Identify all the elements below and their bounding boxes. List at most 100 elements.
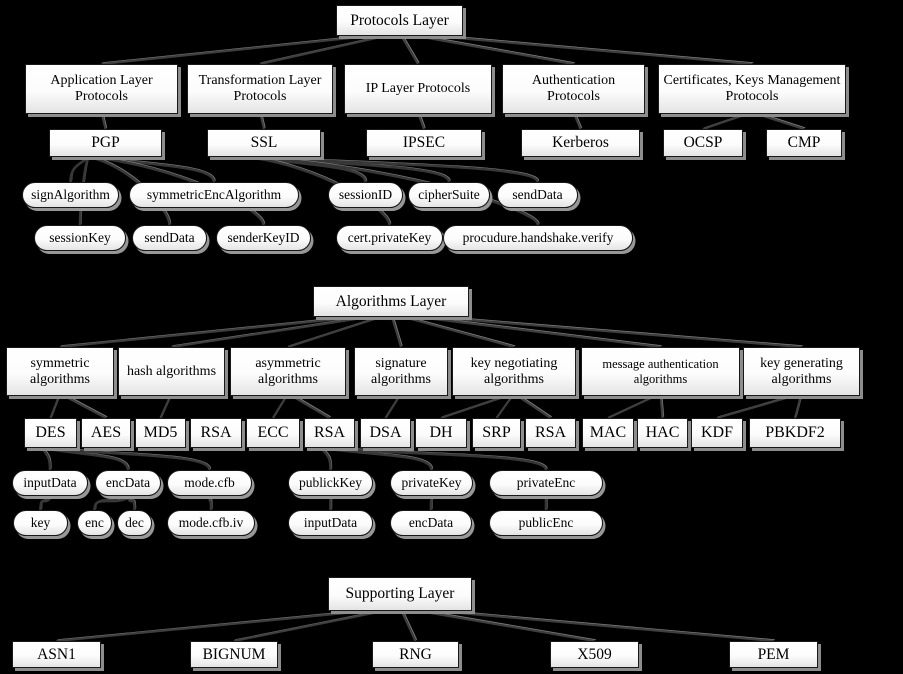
- mode-cfb-pill: mode.cfb: [167, 470, 252, 496]
- edge-asymmetric-algorithms-to-rsa-2: [291, 394, 331, 419]
- ssl-box: SSL: [207, 129, 321, 157]
- sender-key-id-pill: senderKeyID: [216, 225, 311, 251]
- edge-ip-protocols-to-ipsec: [417, 112, 426, 130]
- rng-box: RNG: [372, 641, 459, 668]
- protocols-layer-box: Protocols Layer: [336, 5, 463, 36]
- edge-protocols-layer-to-trans-protocols: [259, 34, 387, 66]
- symmetric-algorithms-box: symmetric algorithms: [6, 347, 114, 396]
- rsa-3-box: RSA: [525, 418, 576, 448]
- algorithms-layer-box: Algorithms Layer: [313, 286, 469, 317]
- edge-algorithms-layer-to-key-negotiating-algorithms: [403, 315, 516, 349]
- edge-app-protocols-to-pgp: [100, 112, 108, 130]
- edge-ssl-to-send-data-ssl: [246, 155, 540, 183]
- sign-algorithm-pill: signAlgorithm: [22, 182, 119, 208]
- public-enc-pill: publicEnc: [489, 510, 603, 536]
- edge-algorithms-layer-to-asymmetric-algorithms: [287, 315, 383, 349]
- edge-signature-algorithms-to-dsa: [384, 394, 402, 419]
- edge-trans-protocols-to-ssl: [259, 112, 266, 130]
- edge-algorithms-layer-to-signature-algorithms: [390, 315, 403, 348]
- ecc-box: ECC: [246, 418, 300, 448]
- edge-key-negotiating-algorithms-to-rsa-3: [517, 394, 552, 419]
- pbkdf2-box: PBKDF2: [749, 418, 841, 448]
- cipher-suite-pill: cipherSuite: [408, 182, 490, 208]
- asn1-box: ASN1: [12, 641, 101, 668]
- pgp-box: PGP: [49, 129, 162, 157]
- kerberos-box: Kerberos: [521, 129, 640, 157]
- key-generating-algorithms-box: key generating algorithms: [743, 347, 860, 396]
- edge-private-key-to-enc-data-rsa: [429, 496, 434, 511]
- trans-protocols-box: Transformation Layer Protocols: [187, 64, 333, 114]
- edge-key-negotiating-algorithms-to-srp: [495, 394, 514, 419]
- key-pill: key: [13, 510, 68, 536]
- pem-box: PEM: [729, 641, 818, 668]
- dsa-box: DSA: [360, 418, 411, 448]
- edge-rsa-2-to-private-enc: [321, 446, 548, 471]
- hash-algorithms-box: hash algorithms: [118, 347, 225, 396]
- edge-hash-algorithms-to-md5: [159, 394, 173, 419]
- cert-protocols-box: Certificates, Keys Management Protocols: [658, 64, 846, 114]
- ipsec-box: IPSEC: [366, 129, 482, 157]
- md5-box: MD5: [135, 418, 186, 448]
- edge-algorithms-layer-to-key-generating-algorithms: [431, 315, 803, 349]
- edge-cert-protocols-to-cmp: [756, 112, 806, 131]
- cert-private-key-pill: cert.privateKey: [336, 225, 443, 251]
- edge-algorithms-layer-to-symmetric-algorithms: [59, 315, 360, 349]
- rsa-1-box: RSA: [190, 418, 242, 448]
- asymmetric-algorithms-box: asymmetric algorithms: [230, 347, 346, 396]
- edge-protocols-layer-to-cert-protocols: [434, 34, 754, 66]
- input-data-des-pill: inputData: [12, 470, 88, 496]
- supporting-layer-box: Supporting Layer: [328, 577, 472, 611]
- edge-message-auth-algorithms-to-hac: [659, 394, 665, 419]
- edge-key-generating-algorithms-to-kdf: [716, 394, 795, 420]
- edge-supporting-layer-to-asn1: [56, 609, 367, 643]
- cmp-box: CMP: [766, 129, 842, 157]
- bignum-box: BIGNUM: [190, 641, 278, 668]
- input-data-rsa-pill: inputData: [288, 510, 373, 536]
- send-data-pgp-pill: sendData: [132, 225, 207, 251]
- kdf-box: KDF: [691, 418, 743, 448]
- app-protocols-box: Application Layer Protocols: [25, 64, 178, 114]
- edge-protocols-layer-to-app-protocols: [101, 34, 371, 66]
- mode-cfb-iv-pill: mode.cfb.iv: [167, 510, 255, 536]
- ip-protocols-box: IP Layer Protocols: [344, 64, 492, 114]
- srp-box: SRP: [472, 418, 521, 448]
- edge-enc-data-des-to-enc: [93, 496, 130, 511]
- edge-enc-data-des-to-dec: [126, 496, 137, 511]
- edge-algorithms-layer-to-message-auth-algorithms: [417, 315, 662, 349]
- edge-message-auth-algorithms-to-mac: [607, 394, 657, 419]
- dec-pill: dec: [117, 510, 152, 536]
- edge-publick-key-to-input-data-rsa: [329, 496, 333, 510]
- edge-auth-protocols-to-kerberos: [573, 112, 583, 130]
- enc-data-rsa-pill: encData: [390, 510, 472, 536]
- dh-box: DH: [415, 418, 467, 448]
- edge-input-data-des-to-key: [39, 496, 52, 511]
- signature-algorithms-box: signature algorithms: [354, 347, 448, 396]
- enc-pill: enc: [77, 510, 112, 536]
- send-data-ssl-pill: sendData: [497, 182, 578, 208]
- private-key-pill: privateKey: [390, 470, 473, 496]
- des-box: DES: [24, 418, 77, 448]
- ocsp-box: OCSP: [663, 129, 743, 157]
- auth-protocols-box: Authentication Protocols: [502, 64, 645, 114]
- key-negotiating-algorithms-box: key negotiating algorithms: [452, 347, 576, 396]
- edge-key-generating-algorithms-to-pbkdf2: [793, 394, 803, 419]
- edge-asymmetric-algorithms-to-ecc: [272, 394, 289, 419]
- edge-key-negotiating-algorithms-to-dh: [440, 394, 509, 420]
- edge-protocols-layer-to-auth-protocols: [416, 34, 575, 66]
- session-id-pill: sessionID: [328, 182, 403, 208]
- symmetric-enc-algorithm-pill: symmetricEncAlgorithm: [129, 182, 299, 208]
- rsa-2-box: RSA: [304, 418, 355, 448]
- edge-symmetric-algorithms-to-aes: [64, 394, 108, 419]
- edge-supporting-layer-to-bignum: [233, 609, 385, 643]
- message-auth-algorithms-box: message authentication algorithms: [581, 347, 740, 396]
- edge-des-to-mode-cfb: [42, 446, 212, 471]
- hac-box: HAC: [637, 418, 688, 448]
- edge-supporting-layer-to-x509: [419, 609, 596, 643]
- private-enc-pill: privateEnc: [489, 470, 603, 496]
- publick-key-pill: publickKey: [288, 470, 373, 496]
- edge-supporting-layer-to-rng: [400, 609, 418, 642]
- x509-box: X509: [550, 641, 639, 668]
- edge-protocols-layer-to-ip-protocols: [400, 34, 420, 65]
